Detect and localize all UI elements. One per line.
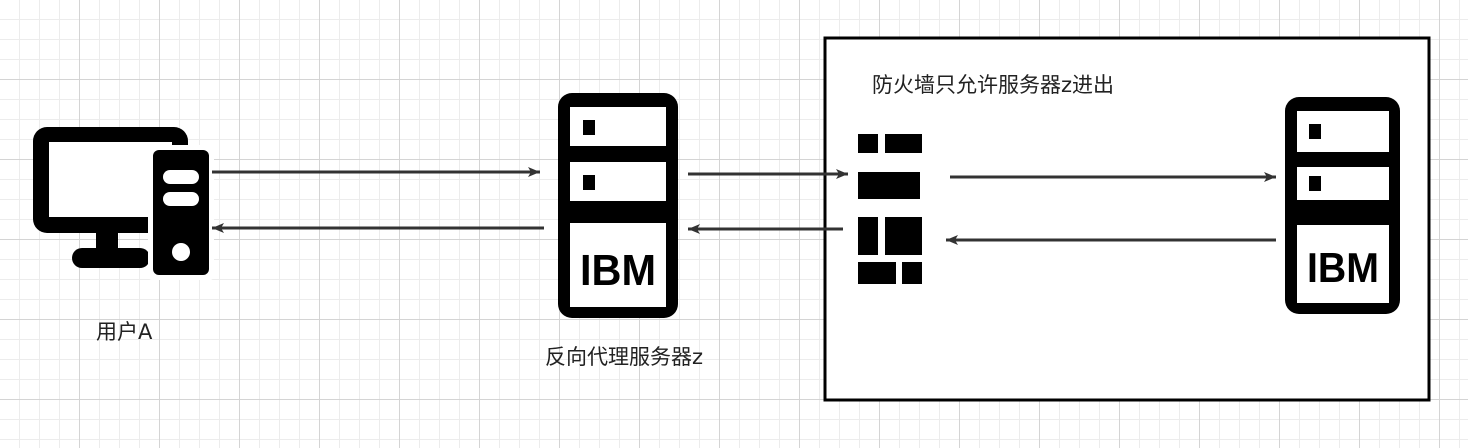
proxy-server-icon[interactable]: IBM <box>558 93 678 318</box>
firewall-brick-icon[interactable] <box>858 134 922 284</box>
desktop-computer-icon[interactable] <box>33 127 214 280</box>
proxy-brand-label: IBM <box>580 246 656 295</box>
user-label: 用户A <box>96 320 153 344</box>
internal-server-brand-label: IBM <box>1307 244 1379 291</box>
zone-label: 防火墙只允许服务器z进出 <box>872 73 1115 97</box>
proxy-label: 反向代理服务器z <box>545 345 704 369</box>
internal-server-icon[interactable]: IBM <box>1285 97 1400 314</box>
